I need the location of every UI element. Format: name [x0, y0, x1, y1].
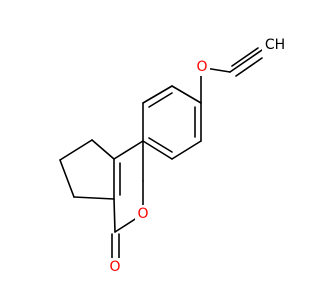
bond-triple-2: [235, 57, 263, 77]
pyranone-ring: [111, 140, 144, 259]
molecule-structure: O O O CH: [59, 36, 288, 276]
bond-c1-c2: [59, 139, 93, 161]
bond-c9-c1: [91, 139, 115, 160]
bond-c9-c8-inner: [148, 92, 173, 108]
atom-labels: O O O CH: [107, 36, 288, 276]
bond-ch2-c: [229, 49, 263, 73]
bond-c9a-c9b: [113, 140, 144, 160]
bond-c5-c5a: [142, 140, 173, 160]
bond-triple-1: [231, 47, 259, 67]
ether-oxygen-label: O: [196, 59, 207, 75]
bond-c8-c7: [171, 85, 202, 104]
bond-c3-c3a: [73, 196, 115, 200]
bond-c9-c8: [142, 85, 173, 104]
bond-c5-c5a-inner: [148, 137, 173, 153]
carbonyl-oxygen-label: O: [109, 259, 120, 275]
ring-oxygen-label: O: [137, 206, 148, 222]
cyclopentane-ring: [59, 139, 115, 200]
bond-c6-c5: [171, 140, 202, 160]
bond-c4-c3a: [113, 198, 116, 233]
propargyl-ether-chain: [200, 47, 263, 104]
terminal-ch-label: CH: [265, 37, 285, 53]
bond-c2-c3: [59, 159, 75, 198]
benzene-ring: [142, 85, 202, 160]
